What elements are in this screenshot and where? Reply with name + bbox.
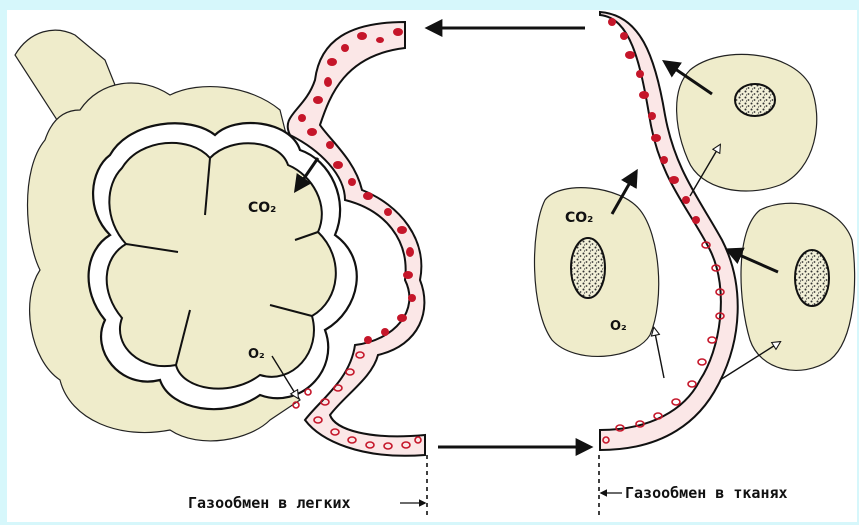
tissue-co2-label: CO₂ (565, 210, 593, 226)
tissue-cell-middle (535, 188, 659, 357)
o2-to-middle-cell-arrow (654, 328, 664, 378)
alveoli-cluster (15, 30, 357, 441)
lung-co2-label: CO₂ (248, 200, 276, 216)
cell-nucleus (735, 84, 775, 116)
tissue-caption: Газообмен в тканях (625, 484, 788, 502)
tissue-cell-top (677, 54, 817, 191)
cell-nucleus (571, 238, 605, 298)
cell-nucleus (795, 250, 829, 306)
tissue-o2-label: O₂ (610, 319, 627, 334)
lung-caption: Газообмен в легких (188, 494, 351, 512)
lung-o2-label: O₂ (248, 347, 265, 362)
tissue-cell-right (741, 203, 855, 370)
